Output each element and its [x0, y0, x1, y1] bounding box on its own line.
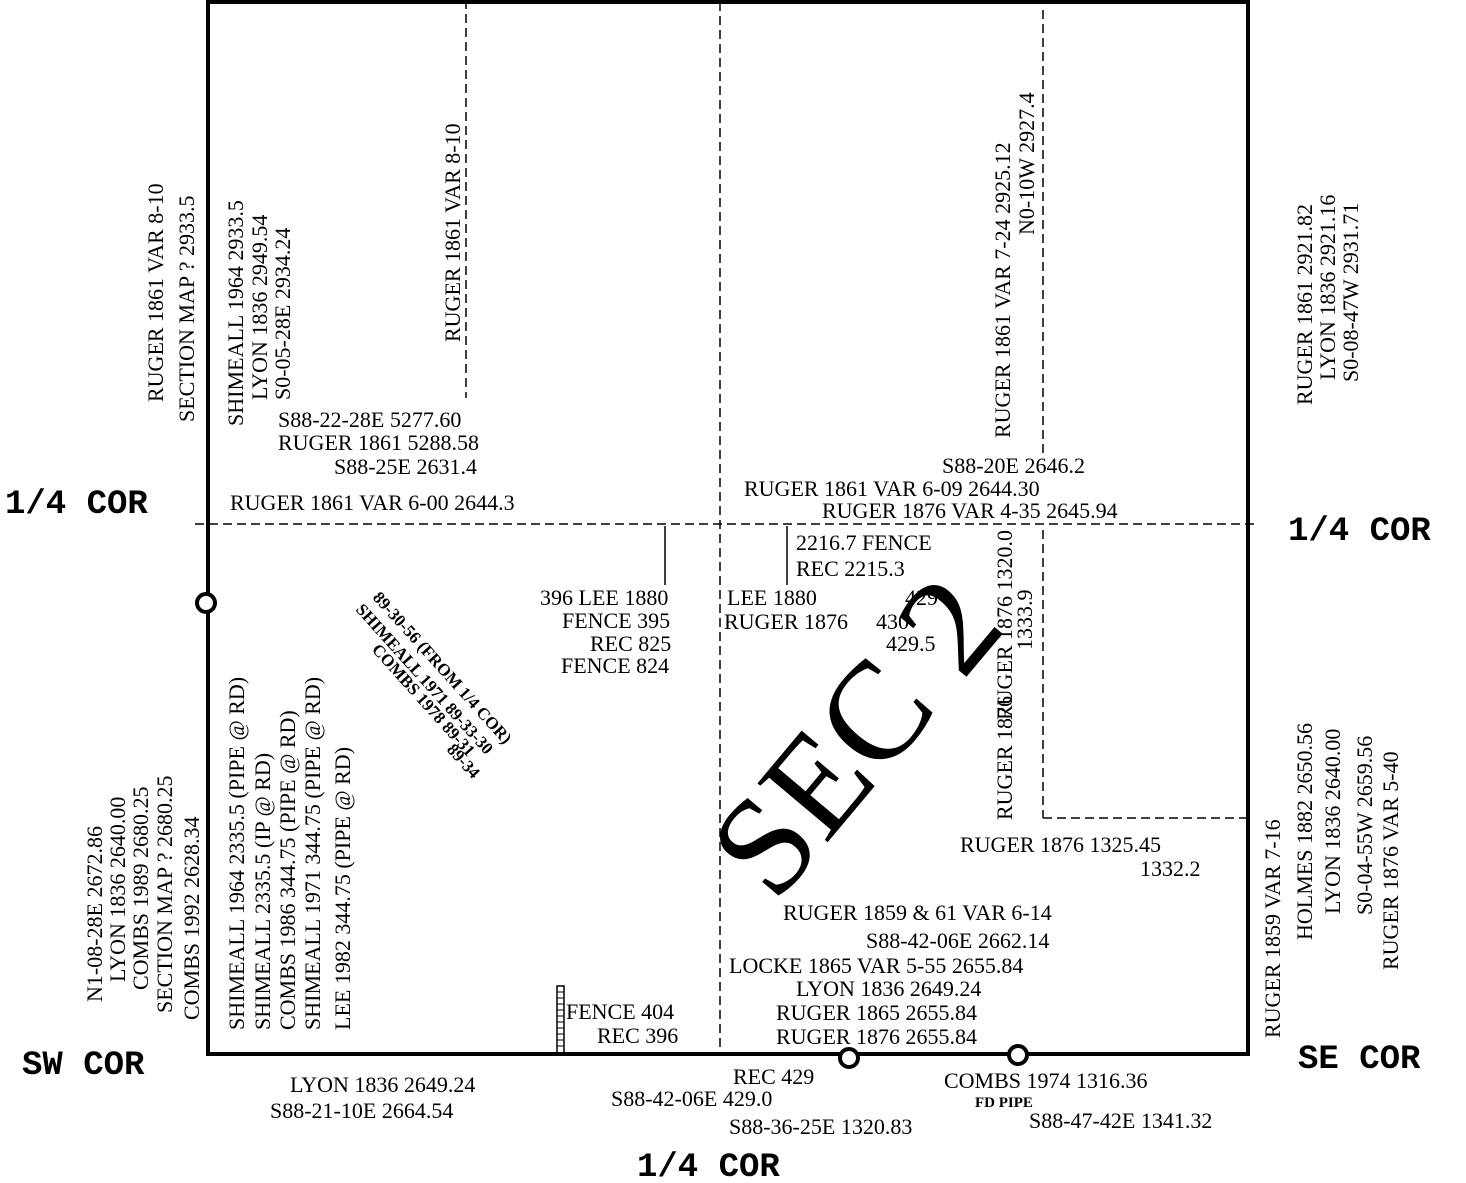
se-outer-line-2: HOLMES 1882 2650.56 — [1292, 723, 1317, 940]
sw-corner-label: SW COR — [22, 1047, 145, 1085]
center-right-lee: LEE 1880 — [727, 585, 817, 610]
sw-fence-line-1: FENCE 404 — [566, 999, 674, 1024]
se-south-line-6: RUGER 1876 2655.84 — [776, 1024, 977, 1049]
below-south-s88-21: S88-21-10E 2664.54 — [270, 1098, 453, 1123]
se-south-line-5: RUGER 1865 2655.84 — [776, 1000, 977, 1025]
se-south-line-2: S88-42-06E 2662.14 — [866, 928, 1049, 953]
se-corner-label: SE COR — [1298, 1041, 1421, 1079]
sw-inner-line-4: SHIMEALL 1971 344.75 (PIPE @ RD) — [300, 677, 325, 1030]
sw-outer-line-3: COMBS 1989 2680.25 — [128, 786, 153, 990]
nw-inner-line-3: S0-05-28E 2934.24 — [270, 228, 295, 400]
east-outer-line-1: RUGER 1861 2921.82 — [1292, 204, 1317, 405]
w-half-line-1: S88-22-28E 5277.60 — [278, 407, 461, 432]
ne-vertical-line-2: 1333.9 — [1012, 590, 1037, 651]
se-south-line-1: RUGER 1859 & 61 VAR 6-14 — [783, 900, 1052, 925]
south-monument-1 — [838, 1047, 860, 1069]
east-outer-line-3: S0-08-47W 2931.71 — [1338, 203, 1363, 382]
east-quarter-corner-label: 1/4 COR — [1288, 513, 1431, 551]
center-right-430: 430 — [876, 609, 909, 634]
se-south-line-3: LOCKE 1865 VAR 5-55 2655.84 — [729, 953, 1023, 978]
nw-inner-line-1: SHIMEALL 1964 2933.5 — [223, 200, 248, 426]
west-pipe-monument — [195, 592, 217, 614]
below-south-s88-36: S88-36-25E 1320.83 — [729, 1114, 912, 1139]
east-outer-line-2: LYON 1836 2921.16 — [1315, 195, 1340, 380]
below-south-fd-pipe: FD PIPE — [975, 1095, 1033, 1111]
e-half-line-1: S88-20E 2646.2 — [942, 453, 1085, 478]
w-half-line-4: RUGER 1861 VAR 6-00 2644.3 — [230, 490, 515, 515]
w-half-line-3: S88-25E 2631.4 — [334, 454, 477, 479]
north-center-label: RUGER 1861 VAR 8-10 — [440, 123, 465, 342]
west-quarter-corner-label: 1/4 COR — [5, 486, 148, 524]
center-right-429-5: 429.5 — [886, 631, 936, 656]
below-south-s88-42: S88-42-06E 429.0 — [611, 1086, 772, 1111]
center-left-line-2: FENCE 395 — [562, 608, 670, 633]
sw-outer-line-2: LYON 1836 2640.00 — [105, 797, 130, 982]
w-half-line-2: RUGER 1861 5288.58 — [278, 430, 479, 455]
se-east-sub-line-1: RUGER 1876 1325.45 — [960, 832, 1161, 857]
below-south-lyon: LYON 1836 2649.24 — [290, 1072, 475, 1097]
ne-inner-line-2: N0-10W 2927.4 — [1014, 92, 1039, 235]
center-left-line-3: REC 825 — [590, 631, 671, 656]
section-boundary — [206, 0, 1250, 1056]
center-right-429: 429 — [905, 585, 938, 610]
below-south-combs: COMBS 1974 1316.36 — [944, 1068, 1148, 1093]
e-half-line-2: RUGER 1861 VAR 6-09 2644.30 — [744, 476, 1040, 501]
center-right-ruger: RUGER 1876 — [724, 609, 848, 634]
ne-inner-line-1: RUGER 1861 VAR 7-24 2925.12 — [990, 142, 1015, 438]
ne-sub-line-1: 2216.7 FENCE — [796, 530, 932, 555]
sw-inner-line-5: LEE 1982 344.75 (PIPE @ RD) — [330, 747, 355, 1030]
se-south-line-4: LYON 1836 2649.24 — [796, 976, 981, 1001]
center-left-line-1: 396 LEE 1880 — [540, 585, 668, 610]
below-south-rec-429: REC 429 — [733, 1064, 814, 1089]
center-left-line-4: FENCE 824 — [561, 653, 669, 678]
fence-hatch — [556, 985, 565, 1055]
sw-inner-line-3: COMBS 1986 344.75 (PIPE @ RD) — [275, 710, 300, 1030]
sw-inner-line-2: SHIMEALL 2335.5 (IP @ RD) — [250, 753, 275, 1030]
nw-inner-line-2: LYON 1836 2949.54 — [247, 215, 272, 400]
south-quarter-corner-label: 1/4 COR — [637, 1149, 780, 1183]
sw-fence-line-2: REC 396 — [597, 1023, 678, 1048]
se-outer-line-5: RUGER 1876 VAR 5-40 — [1378, 751, 1403, 970]
se-outer-line-3: LYON 1836 2640.00 — [1320, 729, 1345, 914]
west-outer-line-1: RUGER 1861 VAR 8-10 — [143, 183, 168, 402]
e-half-line-3: RUGER 1876 VAR 4-35 2645.94 — [822, 498, 1118, 523]
ne-vertical-line-1: RUGER 1876 1320.0 — [992, 530, 1017, 720]
south-monument-2 — [1007, 1044, 1029, 1066]
sw-outer-line-1: N1-08-28E 2672.86 — [82, 826, 107, 1002]
ne-vertical-line-3: RUGER 1876 — [992, 696, 1017, 820]
sw-inner-line-1: SHIMEALL 1964 2335.5 (PIPE @ RD) — [224, 677, 249, 1030]
se-outer-line-4: S0-04-55W 2659.56 — [1352, 736, 1377, 915]
sw-outer-line-5: COMBS 1992 2628.34 — [179, 816, 204, 1020]
se-outer-line-1: RUGER 1859 VAR 7-16 — [1260, 819, 1285, 1038]
diagonal-line-2: SHIMEALL 1971 89-33-30 — [352, 600, 497, 758]
se-east-sub-line-2: 1332.2 — [1140, 856, 1201, 881]
west-outer-line-2: SECTION MAP ? 2933.5 — [174, 195, 199, 422]
sw-outer-line-4: SECTION MAP ? 2680.25 — [152, 775, 177, 1013]
ne-sub-line-2: REC 2215.3 — [796, 556, 905, 581]
below-south-s88-47: S88-47-42E 1341.32 — [1029, 1108, 1212, 1133]
